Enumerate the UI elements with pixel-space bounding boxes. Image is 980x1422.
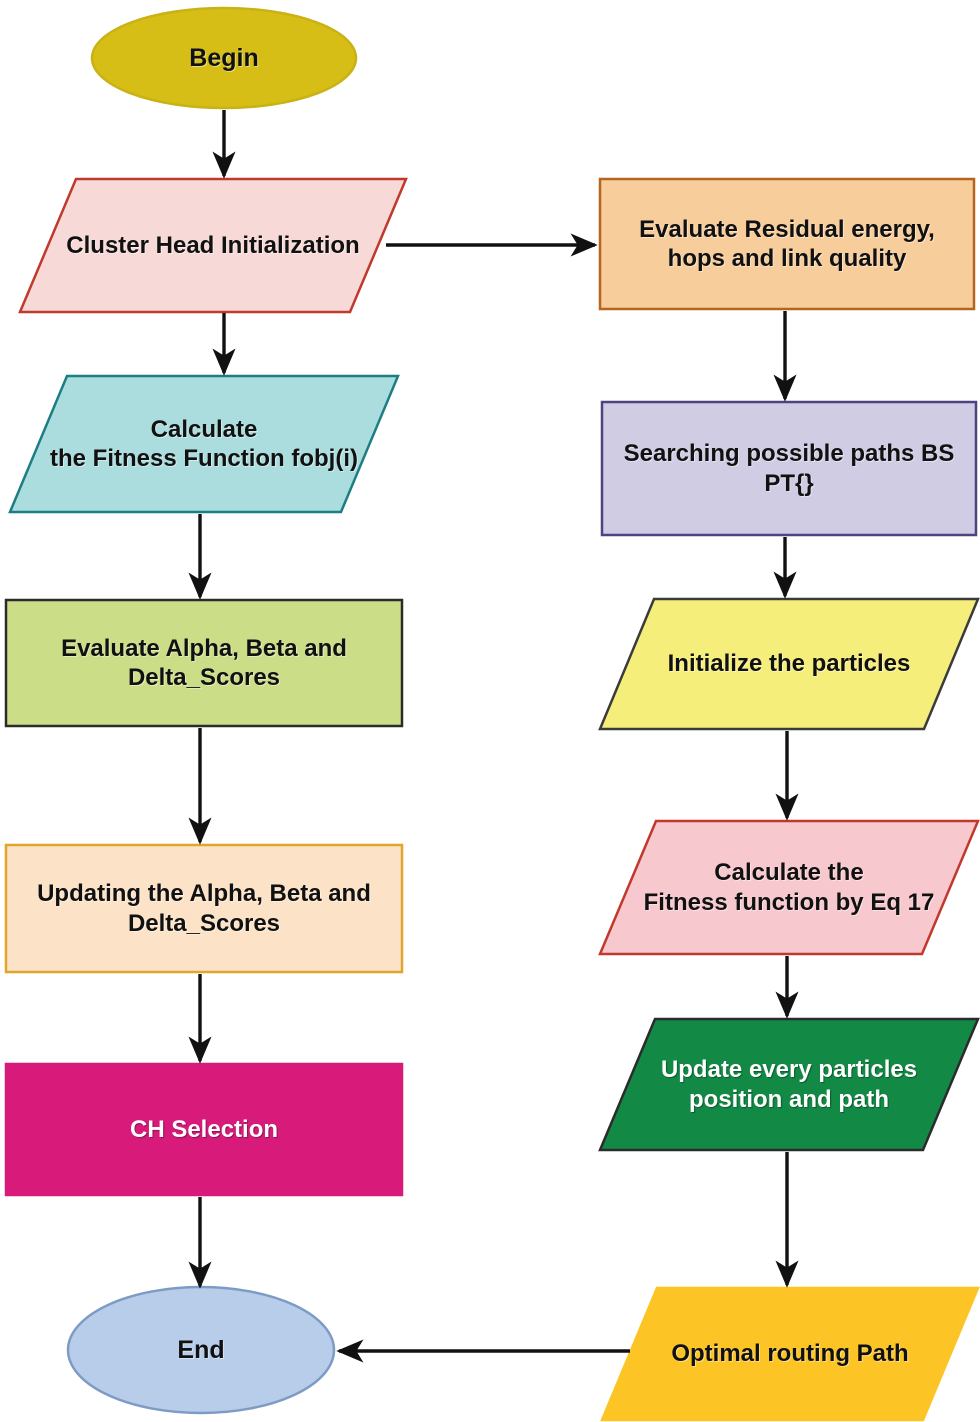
initialize-the-particles-label: Initialize the particles <box>667 650 911 678</box>
searching-possible-paths-label: Searching possible paths BS PT{} <box>623 440 955 497</box>
initialize-the-particles[interactable]: Initialize the particles <box>598 597 980 731</box>
optimal-routing-path[interactable]: Optimal routing Path <box>600 1286 980 1422</box>
cluster-head-initialization-label: Cluster Head Initialization <box>66 231 360 259</box>
begin-terminator-label: Begin <box>189 43 259 72</box>
evaluate-residual-energy-label: Evaluate Residual energy, hops and link … <box>639 215 935 272</box>
evaluate-alpha-beta-delta-scores-label: Evaluate Alpha, Beta and Delta_Scores <box>61 634 347 691</box>
optimal-routing-path-label: Optimal routing Path <box>671 1340 909 1368</box>
calculate-fitness-function-eq17-label: Calculate the Fitness function by Eq 17 <box>643 859 935 916</box>
begin-terminator[interactable]: Begin <box>90 6 358 110</box>
cluster-head-initialization[interactable]: Cluster Head Initialization <box>18 177 408 314</box>
update-every-particles-shape <box>598 1017 980 1152</box>
calculate-fitness-function-eq17[interactable]: Calculate the Fitness function by Eq 17 <box>598 819 980 956</box>
update-every-particles[interactable]: Update every particles position and path <box>598 1017 980 1152</box>
end-terminator[interactable]: End <box>66 1285 336 1415</box>
calculate-fitness-function[interactable]: Calculate the Fitness Function fobj(i) <box>8 374 400 514</box>
calculate-fitness-function-shape <box>8 374 400 514</box>
searching-possible-paths[interactable]: Searching possible paths BS PT{} <box>600 400 978 537</box>
ch-selection-shape <box>4 1062 404 1197</box>
ch-selection[interactable]: CH Selection <box>4 1062 404 1197</box>
evaluate-residual-energy[interactable]: Evaluate Residual energy, hops and link … <box>598 177 976 311</box>
begin-terminator-shape <box>90 6 358 110</box>
updating-alpha-beta-delta-scores[interactable]: Updating the Alpha, Beta and Delta_Score… <box>4 843 404 974</box>
ch-selection-label: CH Selection <box>129 1115 279 1143</box>
evaluate-alpha-beta-delta-scores[interactable]: Evaluate Alpha, Beta and Delta_Scores <box>4 598 404 728</box>
initialize-the-particles-shape <box>598 597 980 731</box>
optimal-routing-path-shape <box>600 1286 980 1422</box>
evaluate-alpha-beta-delta-scores-shape <box>4 598 404 728</box>
end-terminator-label: End <box>177 1335 225 1364</box>
updating-alpha-beta-delta-scores-label: Updating the Alpha, Beta and Delta_Score… <box>37 880 371 937</box>
searching-possible-paths-shape <box>600 400 978 537</box>
updating-alpha-beta-delta-scores-shape <box>4 843 404 974</box>
evaluate-residual-energy-shape <box>598 177 976 311</box>
cluster-head-initialization-shape <box>18 177 408 314</box>
calculate-fitness-function-label: Calculate the Fitness Function fobj(i) <box>50 415 358 472</box>
update-every-particles-label: Update every particles position and path <box>660 1056 918 1113</box>
calculate-fitness-function-eq17-shape <box>598 819 980 956</box>
